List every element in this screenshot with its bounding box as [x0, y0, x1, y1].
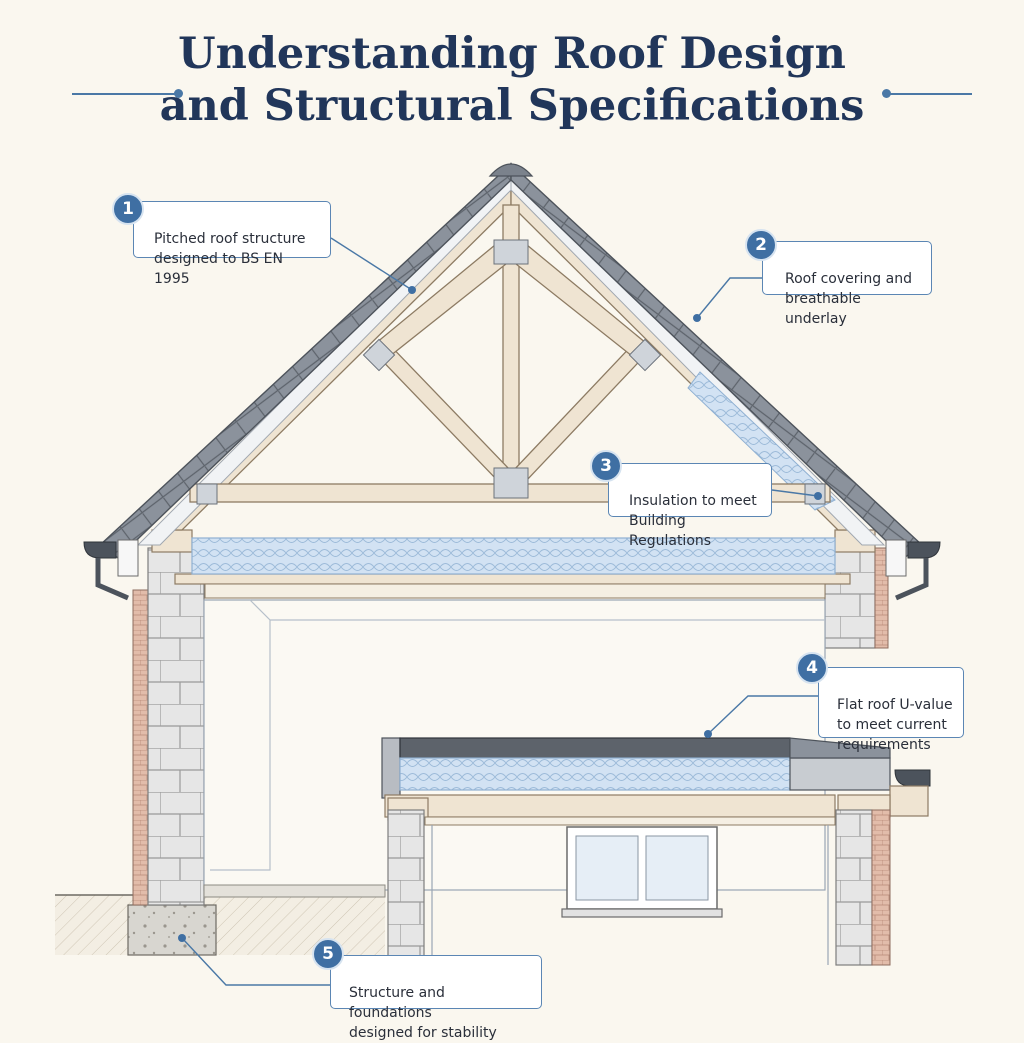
left-wall-block: [147, 547, 205, 906]
web-right: [510, 339, 654, 481]
callout-4-badge: 4: [796, 652, 828, 684]
title-rule-left-dot: [174, 89, 183, 98]
flat-roof-upstand: [789, 757, 891, 791]
callout-3: Insulation to meet Building Regulations: [608, 463, 772, 549]
flat-roof-fascia: [889, 785, 929, 817]
ceiling-joist: [174, 573, 851, 585]
flat-roof-gutter: [894, 769, 931, 787]
window-pane-left: [575, 835, 639, 901]
downpipe-right: [895, 558, 929, 601]
leader-dot-1: [408, 286, 416, 294]
title-line-2: and Structural Specifications: [159, 81, 865, 131]
callout-1-text: Pitched roof structure designed to BS EN…: [154, 231, 306, 287]
flat-roof-ceiling: [424, 816, 836, 826]
gusset-plate-centre: [493, 467, 529, 499]
flat-roof-membrane: [399, 737, 791, 759]
leader-dot-4: [704, 730, 712, 738]
title-line-1: Understanding Roof Design: [178, 29, 846, 79]
callout-3-text: Insulation to meet Building Regulations: [629, 493, 757, 549]
callout-3-badge: 3: [590, 450, 622, 482]
gusset-plate-right: [628, 338, 662, 372]
extension-wall-right-block: [835, 809, 873, 966]
leader-line-1: [330, 237, 413, 291]
interior-recess: [210, 599, 825, 871]
callout-2-text: Roof covering and breathable underlay: [785, 271, 912, 327]
leader-dot-3: [814, 492, 822, 500]
leader-dot-2: [693, 314, 701, 322]
loft-insulation: [191, 537, 836, 575]
flat-roof-parapet: [381, 737, 401, 799]
fascia-left: [117, 539, 139, 577]
window-pane-right: [645, 835, 709, 901]
flat-roof-insulation: [399, 757, 791, 791]
title-rule-right: [886, 93, 972, 95]
flat-roof-kerb: [789, 737, 891, 759]
page-title: Understanding Roof Design and Structural…: [0, 28, 1024, 132]
extension-wall-right-brick: [871, 809, 891, 966]
callout-1: Pitched roof structure designed to BS EN…: [133, 201, 331, 287]
ceiling-board: [204, 583, 826, 599]
downpipe-left: [95, 558, 129, 601]
gutter-right: [907, 541, 941, 559]
window-sill: [561, 908, 723, 918]
leader-lines: [181, 237, 819, 986]
foundation-footing: [127, 904, 217, 956]
ridge-tile: [488, 163, 534, 177]
leader-endpoints: [178, 286, 822, 942]
rafter-insulation: [687, 371, 836, 511]
callout-2: Roof covering and breathable underlay: [762, 241, 932, 327]
leader-line-5: [181, 937, 330, 986]
leader-dot-5: [178, 934, 186, 942]
callout-4: Flat roof U-value to meet current requir…: [818, 667, 964, 753]
gusset-plate-left: [362, 338, 396, 372]
leader-line-3: [771, 489, 819, 497]
gutter-left: [83, 541, 117, 559]
title-rule-left: [72, 93, 178, 95]
callout-4-text: Flat roof U-value to meet current requir…: [837, 697, 953, 753]
floor-slab: [203, 884, 386, 898]
flat-roof-joist: [384, 794, 836, 818]
fascia-right: [885, 539, 907, 577]
right-wall-brick: [874, 547, 889, 649]
gusset-plate-apex: [493, 239, 529, 265]
callout-2-badge: 2: [745, 229, 777, 261]
extension-wall-left: [387, 809, 425, 961]
gusset-plate-heel-left: [196, 483, 218, 505]
leader-line-2: [696, 277, 762, 319]
callout-1-badge: 1: [112, 193, 144, 225]
callout-5-badge: 5: [312, 938, 344, 970]
leader-line-4: [707, 695, 818, 735]
title-rule-right-dot: [882, 89, 891, 98]
callout-5: Structure and foundations designed for s…: [330, 955, 542, 1041]
web-left: [368, 339, 514, 481]
left-wall-brick: [132, 589, 149, 906]
